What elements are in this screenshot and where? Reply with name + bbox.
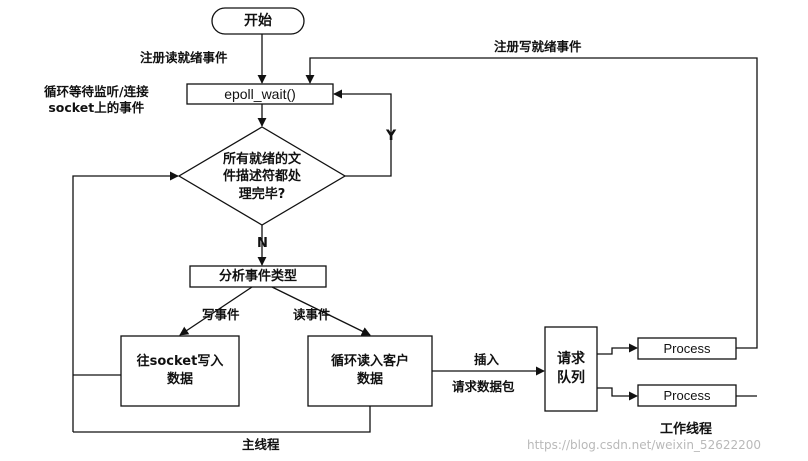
analyze-node: 分析事件类型 — [218, 268, 297, 284]
loop-wait-line-2: socket上的事件 — [48, 99, 145, 115]
decision-line-2: 件描述符都处 — [222, 169, 301, 185]
arrow-yes-loop — [333, 89, 392, 177]
worker-thread-label: 工作线程 — [660, 422, 713, 437]
queue-line-2: 队列 — [557, 370, 585, 386]
start-node: 开始 — [244, 12, 272, 29]
write-socket-node: 往socket写入 数据 — [121, 336, 239, 406]
arrow-read-event — [271, 286, 371, 336]
loop-wait-label: 循环等待监听/连接 socket上的事件 — [44, 84, 149, 115]
epoll-wait-node: epoll_wait() — [224, 85, 296, 102]
watermark-text: https://blog.csdn.net/weixin_52622200 — [527, 438, 762, 452]
insert-label: 插入 — [474, 352, 500, 367]
arrow-queue-to-process-1 — [597, 343, 638, 355]
yes-label: Y — [386, 128, 397, 144]
arrow-main-loop-to-decision — [72, 171, 179, 432]
read-client-node: 循环读入客户 数据 — [308, 336, 432, 406]
process-2-node: Process — [663, 387, 711, 403]
write-socket-box-shape — [120, 335, 240, 407]
arrow-write-event — [179, 286, 253, 336]
decision-node: 所有就绪的文 件描述符都处 理完毕? — [199, 150, 325, 204]
request-packet-label: 请求数据包 — [452, 379, 515, 394]
start-node-shape — [211, 7, 305, 35]
analyze-box-shape — [189, 265, 327, 288]
no-label: N — [257, 236, 268, 251]
queue-line-1: 请求 — [557, 351, 585, 368]
arrow-queue-to-process-2 — [597, 387, 638, 401]
read-client-line-2: 数据 — [356, 372, 383, 387]
register-write-label: 注册写就绪事件 — [494, 39, 582, 54]
decision-line-3: 理完毕? — [238, 186, 286, 202]
main-thread-label: 主线程 — [242, 437, 280, 452]
line-process-1-register-write — [305, 57, 758, 349]
line-main-loop-return — [73, 406, 371, 433]
queue-box-shape — [544, 326, 598, 412]
register-read-label: 注册读就绪事件 — [140, 50, 228, 65]
loop-wait-line-1: 循环等待监听/连接 — [44, 84, 149, 99]
decision-line-1: 所有就绪的文 — [222, 151, 301, 167]
epoll-wait-box-shape — [186, 83, 334, 105]
read-event-label: 读事件 — [293, 307, 331, 322]
write-event-label: 写事件 — [202, 307, 240, 322]
queue-node: 请求 队列 — [545, 327, 597, 411]
write-socket-line-2: 数据 — [166, 372, 193, 387]
process-1-node: Process — [663, 340, 711, 356]
write-socket-line-1: 往socket写入 — [136, 354, 224, 370]
read-client-line-1: 循环读入客户 — [330, 354, 409, 370]
